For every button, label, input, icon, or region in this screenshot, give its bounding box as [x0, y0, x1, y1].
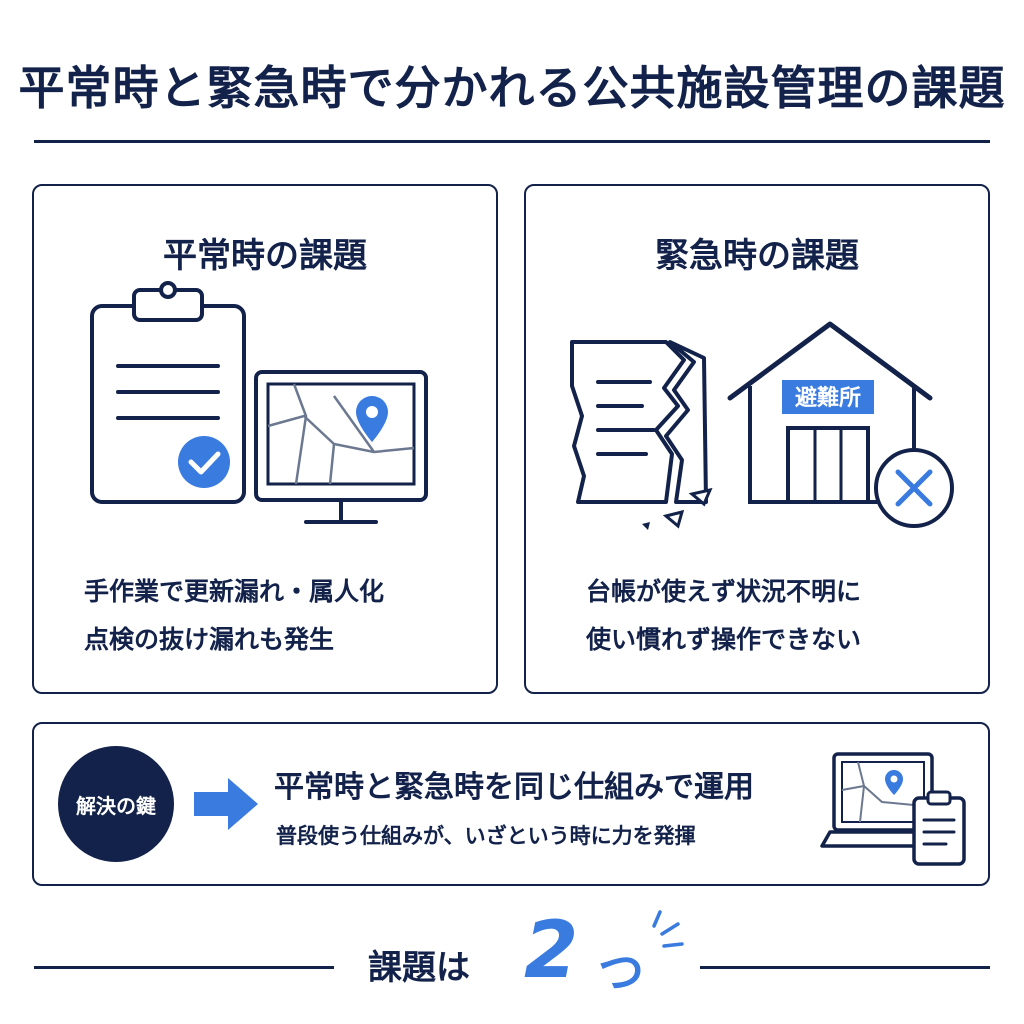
- emergency-issue-line: 台帳が使えず状況不明に: [586, 577, 862, 606]
- footer-label: 課題は: [368, 948, 470, 988]
- solution-headline: 平常時と緊急時を同じ仕組みで運用: [274, 770, 754, 805]
- normal-issues-description: 手作業で更新漏れ・属人化 点検の抜け漏れも発生: [84, 568, 464, 664]
- solution-banner: 解決の鍵 平常時と緊急時を同じ仕組みで運用 普段使う仕組みが、いざという時に力を…: [32, 722, 990, 886]
- emergency-issues-illustration: 避難所: [570, 321, 954, 530]
- emergency-issues-panel: 緊急時の課題 避難所 台帳が使: [524, 184, 990, 694]
- monitor-icon: [254, 370, 428, 524]
- normal-issues-illustration: [90, 281, 428, 524]
- torn-document-icon: [570, 340, 713, 530]
- footer-divider-right: [700, 966, 990, 969]
- cross-icon: [874, 448, 954, 528]
- sparkle-icon: [652, 910, 684, 948]
- laptop-icon: [820, 752, 946, 848]
- emergency-issues-heading: 緊急時の課題: [655, 236, 859, 276]
- normal-issue-line: 手作業で更新漏れ・属人化: [84, 577, 385, 606]
- footer-counter-word: つ: [598, 945, 644, 999]
- footer-divider-left: [34, 966, 334, 969]
- emergency-issues-description: 台帳が使えず状況不明に 使い慣れず操作できない: [586, 568, 966, 664]
- solution-key-badge: 解決の鍵: [58, 746, 174, 862]
- page-title: 平常時と緊急時で分かれる公共施設管理の課題: [18, 61, 1006, 115]
- shelter-building-icon: 避難所: [727, 321, 933, 504]
- map-pin-icon: [356, 396, 388, 442]
- normal-issue-line: 点検の抜け漏れも発生: [84, 625, 335, 654]
- clipboard-icon: [912, 790, 966, 866]
- shelter-sign: 避難所: [795, 385, 861, 411]
- footer-count: 2: [524, 906, 579, 996]
- emergency-issue-line: 使い慣れず操作できない: [586, 625, 862, 654]
- solution-subtext: 普段使う仕組みが、いざという時に力を発揮: [276, 824, 696, 848]
- title-divider: [34, 140, 990, 143]
- normal-issues-panel: 平常時の課題 手作業で: [32, 184, 498, 694]
- arrow-right-icon: [194, 778, 258, 830]
- solution-illustration: [820, 752, 966, 866]
- check-icon: [178, 436, 230, 488]
- normal-issues-heading: 平常時の課題: [163, 236, 367, 276]
